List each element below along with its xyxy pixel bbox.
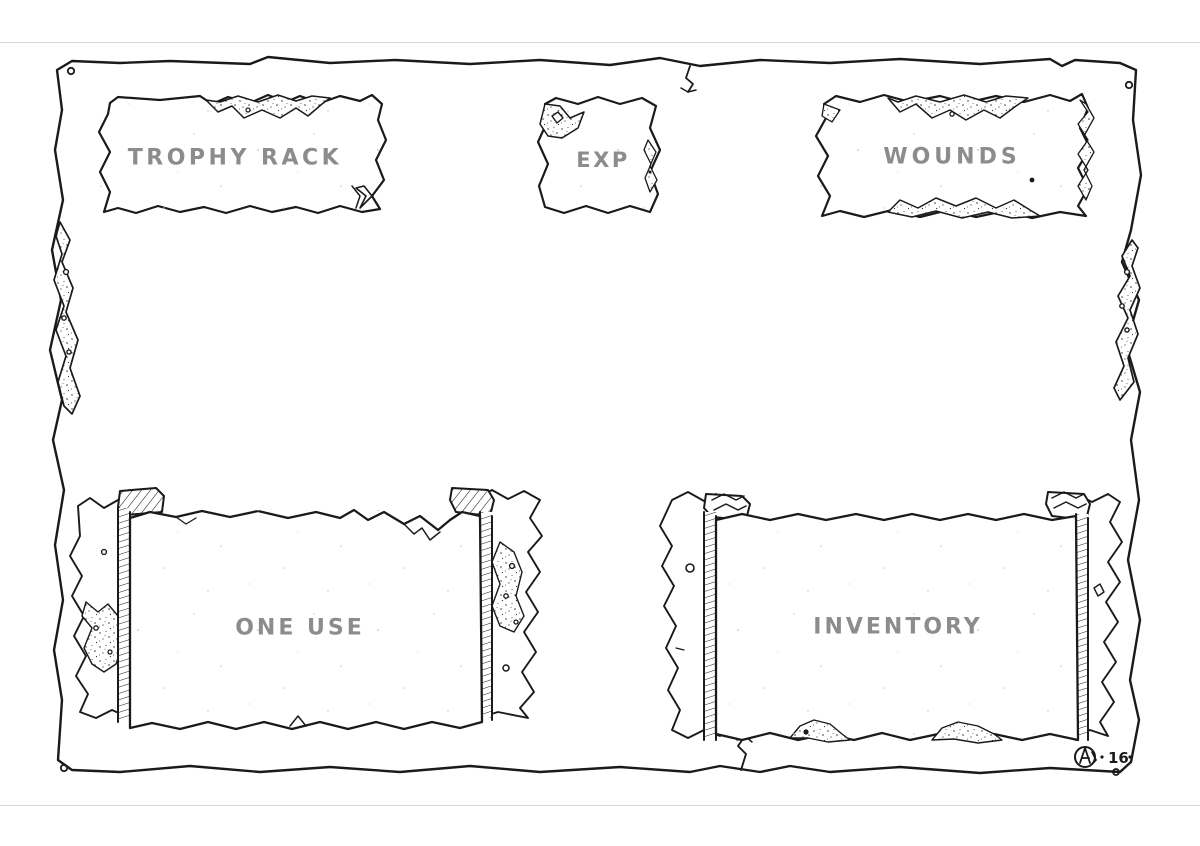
panel-one-use[interactable] [130, 510, 482, 730]
panel-wounds[interactable] [816, 94, 1096, 220]
artist-signature: 16 [1074, 746, 1132, 776]
panel-inventory-shape [659, 491, 1123, 744]
punch-hole-top-right [1124, 80, 1134, 90]
panel-label-trophy-rack: TROPHY RACK [127, 145, 343, 171]
sheet-border-frame [48, 55, 1143, 775]
panel-trophy-rack[interactable] [100, 95, 390, 217]
panel-trophy-rack-shape [97, 93, 390, 217]
panel-wounds-shape [814, 92, 1096, 220]
border-crack-top [680, 65, 697, 93]
panel-one-use-shape [69, 487, 543, 731]
panel-exp[interactable] [538, 96, 662, 216]
panel-inventory[interactable] [716, 514, 1078, 742]
svg-text:16: 16 [1108, 749, 1129, 767]
panel-label-inventory: INVENTORY [813, 614, 983, 640]
panel-exp-shape [536, 95, 662, 216]
punch-hole-bottom-left [59, 763, 69, 773]
panel-label-exp: EXP [576, 148, 630, 172]
panel-label-wounds: WOUNDS [883, 144, 1021, 170]
bottom-divider-rule [0, 805, 1200, 806]
panel-label-one-use: ONE USE [235, 615, 365, 641]
punch-hole-top-left [66, 66, 76, 76]
top-divider-rule [0, 42, 1200, 43]
